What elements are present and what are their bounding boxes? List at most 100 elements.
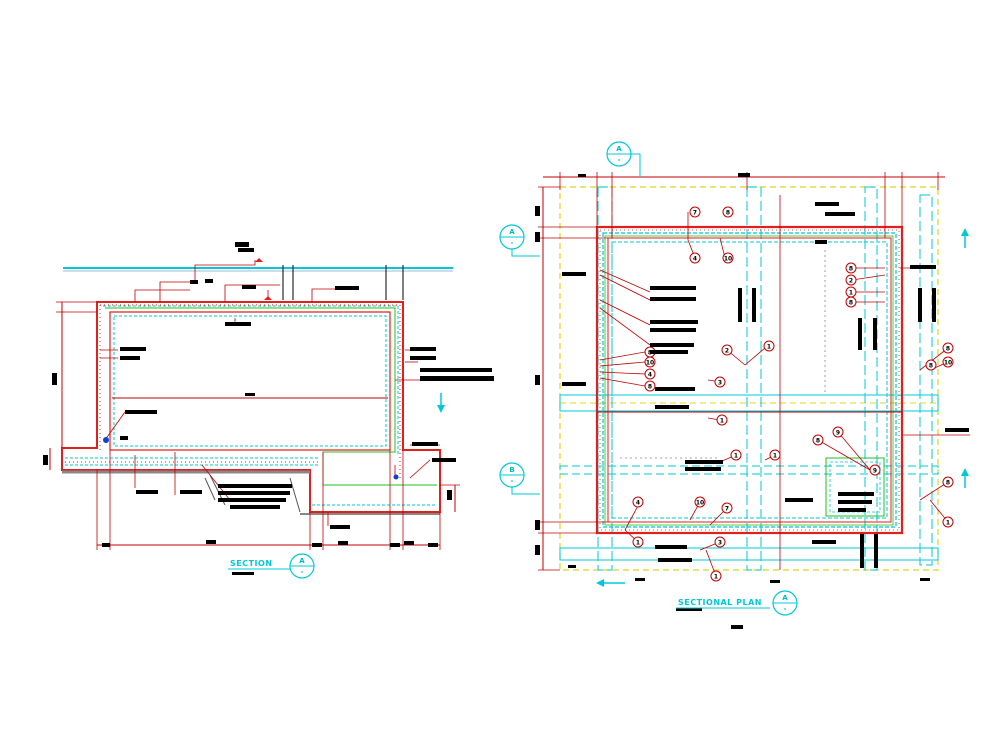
plan-callout-label: 4 xyxy=(636,499,640,506)
plan-annotations xyxy=(535,173,969,629)
plan-footing-outline xyxy=(559,186,939,571)
plan-callout-label: 4 xyxy=(648,371,652,378)
section-rebar-top xyxy=(103,305,399,455)
svg-text:-: - xyxy=(784,605,787,613)
plan-callout-label: 8 xyxy=(946,479,950,486)
plan-inner-wall xyxy=(607,237,892,523)
plan-callout-label: 1 xyxy=(720,417,724,424)
plan-callout-label: 3 xyxy=(718,379,722,386)
plan-callout-label: 1 xyxy=(946,519,950,526)
plan-callout-bubble: 8 xyxy=(942,476,954,488)
svg-text:A: A xyxy=(782,594,788,602)
plan-callout-bubble: 2 xyxy=(845,274,857,286)
plan-left-section-marker-a: A - xyxy=(499,224,540,257)
plan-callout-bubble: 10 xyxy=(942,356,954,368)
plan-callout-label: 2 xyxy=(849,277,853,284)
plan-top-section-marker: A - xyxy=(606,141,641,177)
plan-callout-bubble: 8 xyxy=(845,262,857,274)
plan-grid-beams xyxy=(559,186,939,571)
plan-callout-bubble: 2 xyxy=(721,344,733,356)
plan-callout-bubble: 7 xyxy=(721,502,733,514)
section-view: SECTION A - xyxy=(43,242,494,579)
plan-sump-box xyxy=(825,457,885,517)
plan-callout-label: 7 xyxy=(693,209,697,216)
plan-title: SECTIONAL PLAN xyxy=(678,598,762,607)
plan-callout-label: 1 xyxy=(773,452,777,459)
plan-callout-label: 3 xyxy=(718,539,722,546)
plan-callout-label: 8 xyxy=(849,265,853,272)
plan-callout-label: 8 xyxy=(816,437,820,444)
svg-text:A: A xyxy=(616,145,622,153)
plan-callout-bubble: 4 xyxy=(632,496,644,508)
plan-callout-bubble: 3 xyxy=(714,536,726,548)
plan-callout-bubble: 4 xyxy=(644,368,656,380)
plan-callout-label: 8 xyxy=(929,362,933,369)
plan-callout-label: 1 xyxy=(636,539,640,546)
plan-callout-bubble: 1 xyxy=(845,286,857,298)
plan-outer-wall xyxy=(595,225,904,535)
plan-callout-bubble: 3 xyxy=(714,376,726,388)
plan-callout-label: 4 xyxy=(693,255,697,262)
plan-callout-bubble: 1 xyxy=(763,340,775,352)
plan-callout-label: 8 xyxy=(849,299,853,306)
section-concrete-outline xyxy=(61,301,441,513)
plan-callout-bubble: 1 xyxy=(710,570,722,582)
plan-rebar-outer xyxy=(602,232,897,528)
plan-callout-bubble: 8 xyxy=(845,296,857,308)
section-marker: A - xyxy=(289,553,315,579)
plan-callout-label: 9 xyxy=(873,467,877,474)
plan-callout-label: 10 xyxy=(724,255,732,262)
plan-bar-marks xyxy=(738,288,936,568)
plan-callout-label: 9 xyxy=(836,429,840,436)
plan-callout-bubble: 10 xyxy=(644,356,656,368)
svg-text:-: - xyxy=(618,156,621,164)
plan-callout-bubble: 8 xyxy=(942,342,954,354)
plan-callout-bubble: 8 xyxy=(722,206,734,218)
plan-callout-label: 1 xyxy=(767,343,771,350)
plan-view: 784108104821311141078218988108113198 xyxy=(499,141,970,629)
section-rebar-inner xyxy=(113,315,387,447)
svg-text:-: - xyxy=(511,239,514,247)
plan-callout-label: 1 xyxy=(849,289,853,296)
plan-callout-bubble: 9 xyxy=(832,426,844,438)
plan-callout-bubble: 7 xyxy=(689,206,701,218)
plan-callout-bubble: 1 xyxy=(632,536,644,548)
plan-callout-label: 8 xyxy=(726,209,730,216)
section-inner-wall xyxy=(109,311,391,451)
plan-callout-label: 8 xyxy=(946,345,950,352)
section-marker-dot xyxy=(103,437,109,443)
plan-callout-label: 8 xyxy=(648,383,652,390)
section-annotations xyxy=(43,242,494,547)
svg-text:-: - xyxy=(301,568,304,576)
section-title: SECTION xyxy=(230,559,273,568)
plan-callout-label: 7 xyxy=(725,505,729,512)
svg-text:B: B xyxy=(509,466,514,474)
plan-callout-bubble: 1 xyxy=(716,414,728,426)
svg-text:A: A xyxy=(299,557,305,565)
plan-callout-bubble: 10 xyxy=(722,252,734,264)
plan-callout-bubble: 1 xyxy=(730,449,742,461)
plan-callout-label: 2 xyxy=(725,347,729,354)
plan-callout-label: 10 xyxy=(696,499,704,506)
plan-callout-bubble: 9 xyxy=(869,464,881,476)
svg-text:-: - xyxy=(511,477,514,485)
plan-callout-bubble: 10 xyxy=(694,496,706,508)
plan-callout-label: 10 xyxy=(944,359,952,366)
plan-callout-label: 10 xyxy=(646,359,654,366)
plan-callout-bubble: 8 xyxy=(644,380,656,392)
plan-callout-label: 1 xyxy=(714,573,718,580)
plan-callout-bubble: 1 xyxy=(942,516,954,528)
plan-callout-bubble: 1 xyxy=(769,449,781,461)
plan-marker: A - xyxy=(772,590,798,616)
plan-rebar-inner xyxy=(611,241,888,519)
plan-callout-bubble: 8 xyxy=(925,359,937,371)
plan-callout-group: 784108104821311141078218988108113198 xyxy=(632,206,954,582)
plan-left-section-marker-b: B - xyxy=(499,462,540,495)
section-finish-line xyxy=(105,307,437,486)
plan-callout-bubble: 4 xyxy=(689,252,701,264)
svg-text:A: A xyxy=(509,228,515,236)
plan-callout-label: 1 xyxy=(734,452,738,459)
plan-callout-bubble: 8 xyxy=(812,434,824,446)
